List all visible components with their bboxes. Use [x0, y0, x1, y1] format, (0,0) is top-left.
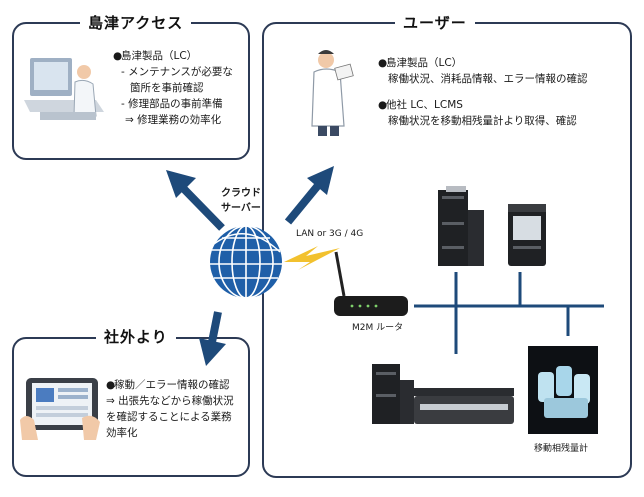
shimadzu-access-line-2: 箇所を事前確認 [130, 82, 204, 94]
bullet-icon: ● [378, 57, 388, 69]
scientist-icon [311, 50, 354, 136]
connection-label: LAN or 3G / 4G [296, 229, 364, 239]
shimadzu-access-line-4: ⇒ 修理業務の効率化 [125, 114, 222, 126]
arrow-to-outside [199, 311, 226, 366]
outside-line-3: 効率化 [106, 427, 138, 439]
autosampler-icon [508, 204, 546, 266]
router-icon [334, 251, 408, 316]
lcms-system-icon [372, 364, 514, 424]
lightning-bolt-icon [284, 246, 340, 270]
bullet-icon: ● [378, 99, 388, 111]
outside-heading: ●稼動／エラー情報の確認 [106, 377, 230, 393]
user-item1-heading: ●島津製品（LC） [378, 55, 462, 71]
user-item1-heading-text: 島津製品（LC） [386, 57, 463, 69]
bullet-icon: ● [113, 50, 123, 62]
user-item2-line: 稼働状況を移動相残量計より取得、確認 [388, 115, 577, 127]
network-lines [414, 272, 604, 354]
arrow-to-shimadzu-access [166, 170, 225, 231]
router-label: M2M ルータ [352, 323, 404, 333]
user-item1-line: 稼働状況、消耗品情報、エラー情報の確認 [388, 73, 588, 85]
mobile-phase-meter-image [528, 346, 598, 434]
shimadzu-access-heading-text: 島津製品（LC） [121, 50, 198, 62]
outside-line-1: ⇒ 出張先などから稼働状況 [106, 395, 234, 407]
cloud-label-line-2: サーバー [221, 203, 261, 214]
shimadzu-access-line-3: - 修理部品の事前準備 [121, 98, 223, 110]
user-title: ユーザー [395, 12, 475, 33]
cloud-label-line-1: クラウド [221, 188, 261, 199]
outside-heading-text: 稼動／エラー情報の確認 [114, 379, 230, 391]
arrow-to-user [284, 166, 334, 225]
globe-icon [210, 225, 282, 299]
tablet-icon [20, 378, 100, 440]
shimadzu-access-line-1: - メンテナンスが必要な [121, 66, 233, 78]
shimadzu-access-title: 島津アクセス [80, 12, 192, 33]
outside-line-2: を確認することによる業務 [106, 411, 232, 423]
lc-instrument-icon [438, 186, 484, 266]
user-item2-heading-text: 他社 LC、LCMS [386, 99, 463, 111]
meter-label: 移動相残量計 [534, 444, 589, 454]
bullet-icon: ● [106, 379, 116, 391]
outside-title: 社外より [96, 326, 176, 347]
shimadzu-access-heading: ●島津製品（LC） [113, 48, 197, 64]
service-engineer-icon [24, 58, 104, 120]
user-item2-heading: ●他社 LC、LCMS [378, 97, 463, 113]
